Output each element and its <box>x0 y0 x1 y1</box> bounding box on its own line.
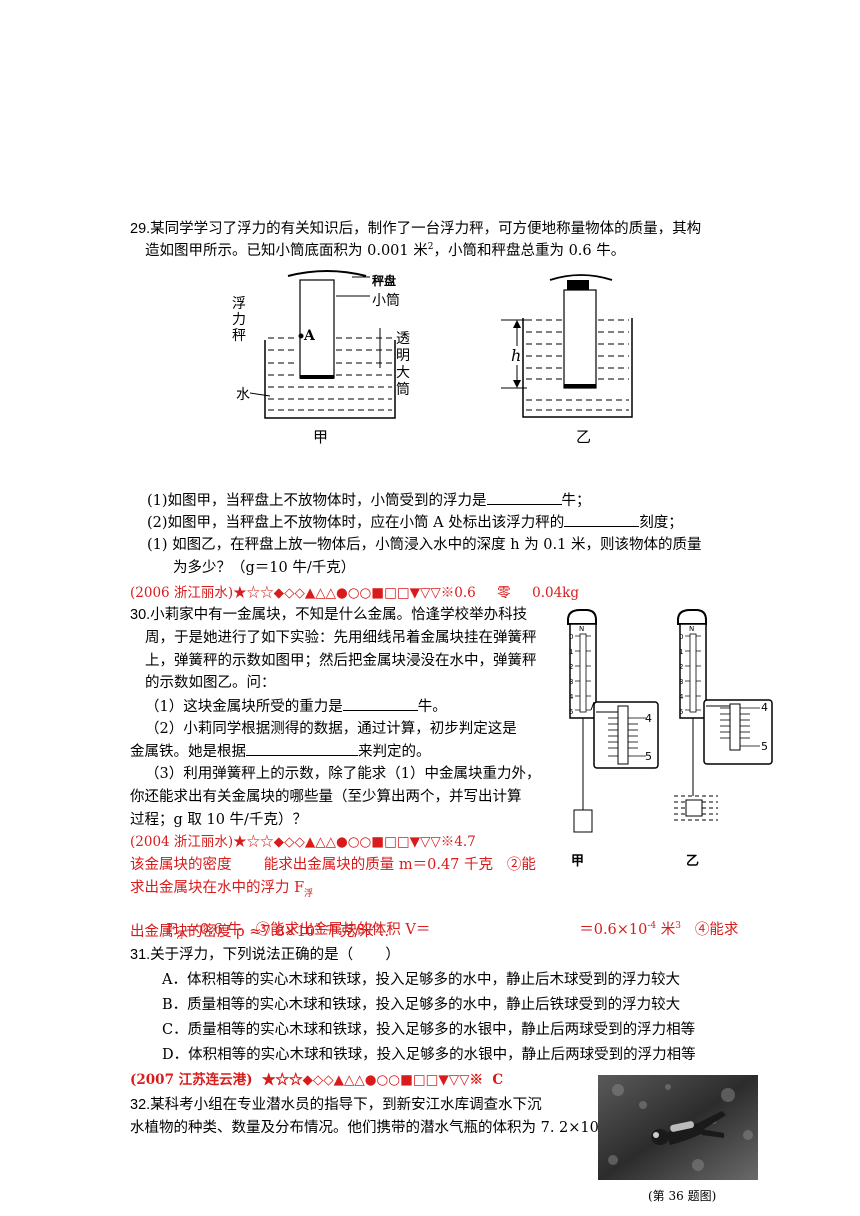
q31-answer: (2007 江苏连云港) ★☆☆◆◇◇▲△△●○○■□□▼▽▽※ C <box>130 1072 504 1088</box>
q29-sub2: (2)如图甲，当秤盘上不放物体时，应在小筒 A 处标出该浮力秤的 刻度； <box>147 512 683 533</box>
q32-text-1: 某科考小组在专业潜水员的指导下，到新安江水库调查水下沉 <box>150 1097 542 1113</box>
q29-sub2-blank[interactable] <box>564 512 640 527</box>
q32-photo-caption: (第 36 题图) <box>648 1189 717 1203</box>
q30-zoom-jia-4: 4 <box>645 712 652 725</box>
q29-label-small-tube: 小筒 <box>372 293 400 309</box>
q30-line1: 30.小莉家中有一金属块，不知是什么金属。恰逢学校举办科技 <box>130 605 527 625</box>
q30-answer-5b: 千克/米 <box>320 924 374 940</box>
q30-answer-4r-b: 米 <box>656 922 676 938</box>
q29-sub1-unit: 牛； <box>561 493 591 509</box>
q30-sub2-suffix: 来判定的。 <box>358 744 431 760</box>
q30-scale-jia <box>567 609 659 833</box>
q30-answer-3sub: 浮 <box>304 888 314 899</box>
q29-line2: 造如图甲所示。已知小筒底面积为 0.001 米2，小筒和秤盘总重为 0.6 牛。 <box>145 241 625 261</box>
q31-number: 31. <box>130 947 151 963</box>
q32-number: 32. <box>130 1097 151 1113</box>
q30-sub1-text: （1）这块金属块所受的重力是 <box>145 699 343 715</box>
q29-label-pan: 秤盘 <box>372 274 397 288</box>
q29-caption-jia: 甲 <box>313 428 329 446</box>
q30-caption-jia: 甲 <box>571 854 585 869</box>
q30-answer-line1: (2004 浙江丽水)★☆☆◆◇◇▲△△●○○■□□▼▽▽※4.7 <box>130 834 476 850</box>
q29-sub1-blank[interactable] <box>486 490 562 505</box>
q31-stem-line: 31.关于浮力，下列说法正确的是（ ） <box>130 945 400 965</box>
q29-line1: 29.某同学学习了浮力的有关知识后，制作了一台浮力秤，可方便地称量物体的质量，其… <box>130 219 701 239</box>
q30-sub3-line2: 你还能求出有关金属块的哪些量（至少算出两个，并写出计算 <box>130 789 522 805</box>
q29-figure-yi <box>501 274 633 418</box>
q30-sub1-unit: 牛。 <box>417 699 447 715</box>
q30-number: 30. <box>130 607 151 623</box>
q30-answer-4r-c: ④能求 <box>681 922 739 938</box>
q30-zoom-yi-4: 4 <box>761 701 768 714</box>
q30-answer-line5: 出金属块的密度 ρ ≈7.8×103 千克/米3‥ <box>130 922 389 942</box>
q29-text: 某同学学习了浮力的有关知识后，制作了一台浮力秤，可方便地称量物体的质量，其构 <box>150 221 702 237</box>
q29-label-big-tube: 透 明 大 筒 <box>396 331 410 398</box>
q30-text-1: 小莉家中有一金属块，不知是什么金属。恰逢学校举办科技 <box>150 607 528 623</box>
q30-sub2-line1: （2）小莉同学根据测得的数据，通过计算，初步判定这是 <box>145 721 517 737</box>
q29-sub3-line1: (1) 如图乙，在秤盘上放一物体后，小筒浸入水中的深度 h 为 0.1 米，则该… <box>147 537 702 553</box>
q31-option-d[interactable]: D．体积相等的实心木球和铁球，投入足够多的水银中，静止后两球受到的浮力相等 <box>162 1047 696 1063</box>
q30-line3: 上，弹簧秤的示数如图甲；然后把金属块浸没在水中，弹簧秤 <box>145 653 537 669</box>
q29-figure-jia <box>249 270 396 419</box>
q30-answer-line4-right: ＝0.6×10-4 米3 ④能求 <box>570 900 738 940</box>
q29-text-2a: 造如图甲所示。已知小筒底面积为 0.001 米 <box>145 243 428 259</box>
q32-line2: 水植物的种类、数量及分布情况。他们携带的潜水气瓶的体积为 7. 2×10 <box>130 1120 599 1136</box>
q30-caption-yi: 乙 <box>686 854 700 869</box>
q30-sub3-line3: 过程；g 取 10 牛/千克）？ <box>130 812 307 828</box>
q29-answer: (2006 浙江丽水)★☆☆◆◇◇▲△△●○○■□□▼▽▽※0.6 零 0.04… <box>130 585 579 601</box>
q30-answer-4r-sup: -4 <box>647 921 657 932</box>
q31-stem: 关于浮力，下列说法正确的是（ ） <box>150 947 400 963</box>
q30-sub2-blank[interactable] <box>246 741 358 756</box>
q29-label-a: A <box>304 328 315 344</box>
q29-sub2-text: (2)如图甲，当秤盘上不放物体时，应在小筒 A 处标出该浮力秤的 <box>147 515 565 531</box>
q30-zoom-jia-5: 5 <box>645 750 652 763</box>
q30-sub2-text: 金属铁。她是根据 <box>130 744 246 760</box>
q29-sub1: (1)如图甲，当秤盘上不放物体时，小筒受到的浮力是 牛； <box>147 490 591 511</box>
q30-scale-yi-n: N <box>689 625 695 633</box>
q29-text-2b: ，小筒和秤盘总重为 0.6 牛。 <box>433 243 626 259</box>
q30-zoom-yi-5: 5 <box>761 740 768 753</box>
q30-line2: 周，于是她进行了如下实验：先用细线吊着金属块挂在弹簧秤 <box>145 630 537 646</box>
q30-answer-3a: 求出金属块在水中的浮力 F <box>130 880 305 896</box>
q30-answer-5sup: 3 <box>315 923 321 934</box>
q30-answer-4b: ＝0.6 牛 ③能求出金属块的体积 V＝ <box>185 922 431 938</box>
q30-answer-line2: 该金属块的密度 能求出金属块的质量 m＝0.47 千克 ②能 <box>130 857 536 873</box>
q29-label-fulicheng: 浮 力 秤 <box>232 296 246 344</box>
q31-option-b[interactable]: B．质量相等的实心木球和铁球，投入足够多的水中，静止后铁球受到的浮力较大 <box>162 997 681 1013</box>
q30-scale-yi <box>674 609 773 821</box>
q29-sub3-line2: 为多少？（g＝10 牛/千克） <box>173 560 356 576</box>
q30-answer-5c: ‥ <box>379 924 390 940</box>
q30-line4: 的示数如图乙。问： <box>145 675 276 691</box>
q30-answer-4r-sup2: 3 <box>675 921 682 932</box>
q30-answer-4sub: 浮 <box>176 930 186 941</box>
q29-caption-yi: 乙 <box>576 428 592 446</box>
q29-sub2-unit: 刻度； <box>639 515 683 531</box>
q30-sub3-line1: （3）利用弹簧秤上的示数，除了能求（1）中金属块重力外， <box>145 766 541 782</box>
q31-option-a[interactable]: A．体积相等的实心木球和铁球，投入足够多的水中，静止后木球受到的浮力较大 <box>162 972 680 988</box>
q30-sub1-blank[interactable] <box>342 696 418 711</box>
q30-sub1: （1）这块金属块所受的重力是 牛。 <box>145 696 447 717</box>
q30-answer-4r-a: ＝0.6×10 <box>579 922 648 938</box>
q30-sub2-line2: 金属铁。她是根据 来判定的。 <box>130 741 431 762</box>
q29-label-h: h <box>511 346 522 365</box>
q29-label-water: 水 <box>236 387 250 403</box>
q29-number: 29. <box>130 221 151 237</box>
q30-answer-5sup2: 3 <box>373 923 380 934</box>
diver-photo <box>598 1075 758 1180</box>
q30-answer-4f: F <box>166 922 177 938</box>
q32-line1: 32.某科考小组在专业潜水员的指导下，到新安江水库调查水下沉 <box>130 1095 542 1115</box>
q30-answer-5a: 出金属块的密度 ρ ≈7.8×10 <box>130 924 316 940</box>
q30-scale-jia-n: N <box>579 625 585 633</box>
q30-answer-line4: F浮＝0.6 牛 ③能求出金属块的体积 V＝ <box>157 900 430 940</box>
q30-answer-line3: 求出金属块在水中的浮力 F浮 <box>130 878 313 898</box>
q29-sup: 2 <box>427 242 434 253</box>
q29-sub1-text: (1)如图甲，当秤盘上不放物体时，小筒受到的浮力是 <box>147 493 487 509</box>
q31-option-c[interactable]: C．质量相等的实心木球和铁球，投入足够多的水银中，静止后两球受到的浮力相等 <box>162 1022 696 1038</box>
